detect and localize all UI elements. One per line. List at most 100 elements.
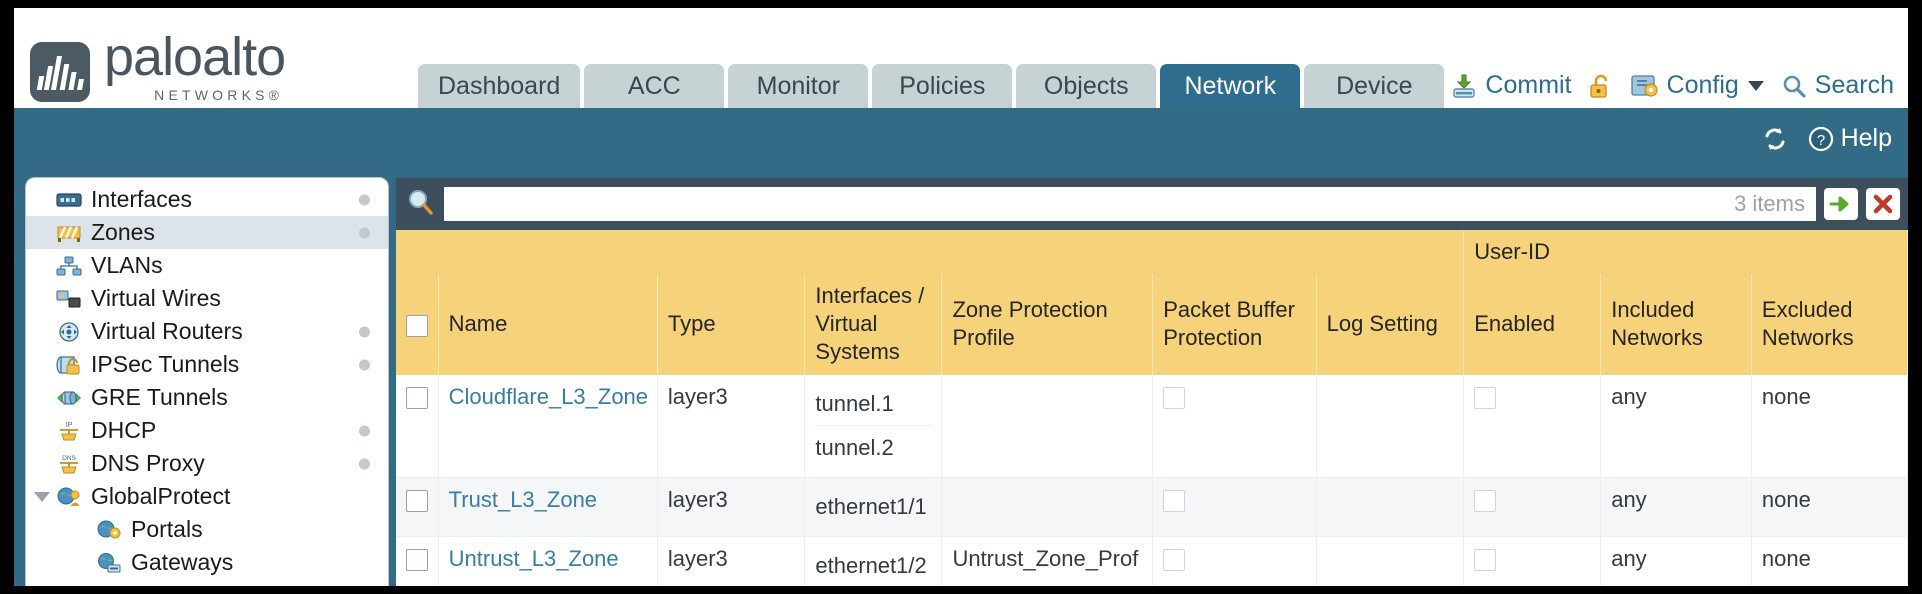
tab-device[interactable]: Device — [1304, 64, 1445, 108]
col-excluded-networks[interactable]: Excluded Networks — [1751, 274, 1908, 375]
userid-enabled-checkbox[interactable] — [1474, 386, 1497, 409]
sidebar-item-ipsec-tunnels[interactable]: IPSec Tunnels — [26, 348, 388, 381]
search-icon — [1783, 75, 1806, 98]
col-packet-buffer[interactable]: Packet Buffer Protection — [1152, 274, 1317, 375]
row-select-cell — [396, 374, 439, 478]
close-icon — [1873, 194, 1893, 214]
sidebar-item-globalprotect[interactable]: GlobalProtect — [26, 480, 388, 513]
cell-type: layer3 — [657, 374, 806, 478]
sidebar-item-gateways[interactable]: Gateways — [26, 546, 388, 579]
refresh-icon — [1765, 127, 1785, 150]
tab-dashboard[interactable]: Dashboard — [418, 64, 581, 108]
main-nav-tabs: Dashboard ACC Monitor Policies Objects N… — [418, 64, 1445, 108]
cell-interfaces: tunnel.1 tunnel.2 — [804, 374, 943, 478]
refresh-button[interactable] — [1761, 125, 1789, 153]
content-panel: User-ID Name Type Interfaces / Virtual S… — [396, 178, 1908, 586]
unlock-icon — [1589, 74, 1607, 98]
row-checkbox[interactable] — [406, 490, 428, 513]
sidebar-item-virtual-wires[interactable]: Virtual Wires — [26, 282, 388, 315]
col-name[interactable]: Name — [438, 274, 658, 375]
col-log-setting[interactable]: Log Setting — [1316, 274, 1465, 375]
status-dot — [359, 194, 370, 205]
search-button[interactable]: Search — [1780, 71, 1894, 100]
gre-tunnels-icon — [56, 387, 82, 409]
interface-item: ethernet1/1 — [815, 494, 927, 519]
apply-filter-button[interactable] — [1824, 188, 1858, 220]
clear-filter-button[interactable] — [1866, 188, 1900, 220]
cell-excluded-networks: none — [1751, 536, 1908, 586]
sidebar-item-vlans[interactable]: VLANs — [26, 249, 388, 282]
sidebar-item-label: Virtual Wires — [91, 285, 221, 311]
packet-buffer-checkbox[interactable] — [1163, 386, 1186, 409]
config-dropdown[interactable]: Config — [1630, 71, 1764, 100]
zone-link[interactable]: Trust_L3_Zone — [448, 487, 598, 512]
table-row[interactable]: Trust_L3_Zone layer3 ethernet1/1 — [396, 477, 1908, 537]
dns-proxy-icon: DNS — [56, 453, 82, 475]
lock-button[interactable] — [1588, 72, 1614, 100]
tab-monitor[interactable]: Monitor — [728, 64, 869, 108]
table-header-row: Name Type Interfaces / Virtual Systems Z… — [396, 274, 1908, 375]
zone-link[interactable]: Untrust_L3_Zone — [448, 545, 619, 571]
ipsec-tunnels-icon — [56, 354, 82, 376]
header-actions: Commit Config — [1450, 71, 1894, 100]
table-row[interactable]: Cloudflare_L3_Zone layer3 tunnel.1 tunne… — [396, 374, 1908, 478]
tab-network[interactable]: Network — [1160, 64, 1301, 108]
col-included-networks[interactable]: Included Networks — [1600, 274, 1752, 375]
col-zone-protection[interactable]: Zone Protection Profile — [941, 274, 1154, 375]
cell-name: Untrust_L3_Zone — [438, 536, 658, 586]
sidebar-item-label: GRE Tunnels — [91, 384, 228, 410]
sidebar-item-label: Interfaces — [91, 186, 192, 212]
cell-type: layer3 — [657, 477, 806, 537]
userid-enabled-checkbox[interactable] — [1474, 548, 1497, 571]
cell-packet-buffer — [1152, 374, 1317, 478]
packet-buffer-checkbox[interactable] — [1163, 490, 1186, 513]
help-label: Help — [1840, 124, 1892, 152]
svg-text:?: ? — [1816, 132, 1824, 149]
svg-text:DNS: DNS — [62, 455, 76, 462]
sidebar-item-gre-tunnels[interactable]: GRE Tunnels — [26, 381, 388, 414]
zone-link[interactable]: Cloudflare_L3_Zone — [448, 383, 649, 409]
arrow-right-icon — [1829, 196, 1849, 212]
sidebar-item-dns-proxy[interactable]: DNS DNS Proxy — [26, 447, 388, 480]
sidebar-item-label: IPSec Tunnels — [91, 351, 240, 377]
sidebar-item-interfaces[interactable]: Interfaces — [26, 183, 388, 216]
brand-logo: paloalto NETWORKS® — [30, 27, 286, 103]
row-select-cell — [396, 477, 439, 537]
sidebar-item-virtual-routers[interactable]: Virtual Routers — [26, 315, 388, 348]
select-all-header — [396, 274, 439, 375]
cell-log-setting — [1316, 536, 1465, 586]
table-row[interactable]: Untrust_L3_Zone layer3 ethernet1/2 Untru… — [396, 536, 1908, 586]
portals-icon — [96, 519, 122, 541]
cell-packet-buffer — [1152, 477, 1317, 537]
brand-tagline: NETWORKS® — [154, 87, 284, 103]
col-interfaces[interactable]: Interfaces / Virtual Systems — [804, 274, 943, 375]
sidebar-item-zones[interactable]: Zones — [26, 216, 388, 249]
chevron-down-icon[interactable] — [34, 491, 50, 502]
search-input[interactable] — [444, 187, 1816, 221]
tab-policies[interactable]: Policies — [872, 64, 1013, 108]
tab-objects[interactable]: Objects — [1016, 64, 1157, 108]
search-label: Search — [1814, 71, 1894, 99]
select-all-checkbox[interactable] — [406, 314, 428, 337]
row-checkbox[interactable] — [406, 386, 428, 409]
top-header: paloalto NETWORKS® Dashboard ACC Monitor… — [14, 8, 1908, 108]
help-button[interactable]: ? Help — [1807, 124, 1892, 153]
group-header-userid: User-ID — [1463, 230, 1908, 275]
row-checkbox[interactable] — [406, 548, 428, 571]
packet-buffer-checkbox[interactable] — [1163, 548, 1186, 571]
cell-userid-enabled — [1463, 536, 1602, 586]
brand-name: paloalto — [104, 27, 286, 87]
userid-enabled-checkbox[interactable] — [1474, 490, 1497, 513]
sidebar-item-dhcp[interactable]: IP DHCP — [26, 414, 388, 447]
cell-excluded-networks: none — [1751, 374, 1908, 478]
status-dot — [359, 359, 370, 370]
col-type[interactable]: Type — [657, 274, 806, 375]
tab-acc[interactable]: ACC — [584, 64, 725, 108]
cell-userid-enabled — [1463, 477, 1602, 537]
sidebar-item-portals[interactable]: Portals — [26, 513, 388, 546]
vlans-icon — [56, 255, 82, 277]
sidebar-item-label: Zones — [91, 219, 155, 245]
commit-button[interactable]: Commit — [1450, 71, 1572, 100]
help-icon: ? — [1808, 126, 1833, 151]
col-userid-enabled[interactable]: Enabled — [1463, 274, 1602, 375]
